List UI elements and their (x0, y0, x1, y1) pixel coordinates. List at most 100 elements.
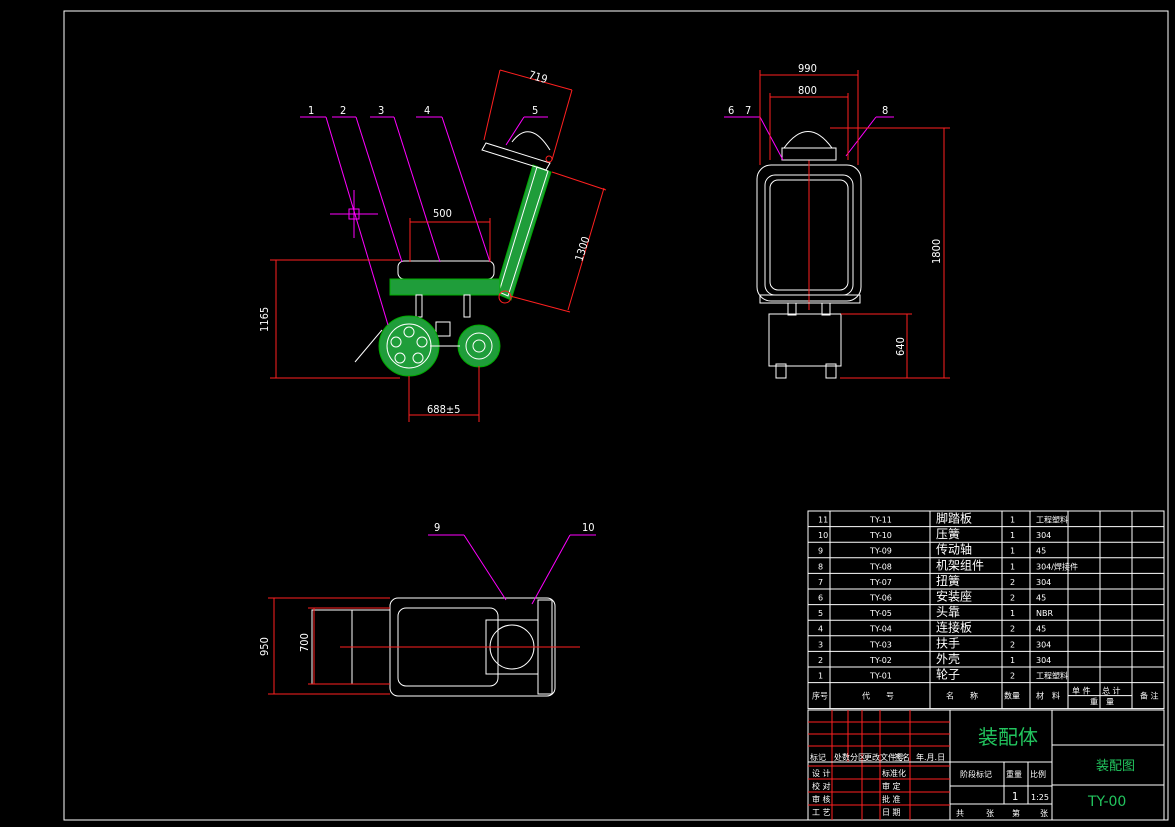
bom-item-material: NBR (1036, 609, 1053, 618)
balloon-1: 1 (308, 104, 314, 117)
sign-row-label: 校 对 (812, 781, 831, 791)
bom-item-no: 7 (818, 578, 823, 587)
bom-item-name: 脚踏板 (936, 511, 972, 526)
bom-header-qty: 数量 (1004, 691, 1020, 701)
dim-seat-length: 500 (433, 207, 452, 220)
drawing-border (63, 10, 1169, 821)
revision-label: 年.月.日 (916, 752, 945, 762)
bom-item-qty: 1 (1010, 609, 1015, 618)
bom-row: 7 TY-07 扭簧 2 304 (818, 573, 1051, 588)
balloon-7: 7 (745, 104, 751, 117)
bom-item-code: TY-07 (869, 578, 892, 587)
revision-label: 分区 (850, 753, 866, 762)
revision-label: 签名 (894, 752, 910, 762)
dim-top-inner: 700 (298, 633, 311, 652)
bom-item-qty: 2 (1010, 578, 1015, 587)
drawing-title: 装配体 (978, 725, 1038, 749)
balloon-3: 3 (378, 104, 384, 117)
bom-item-qty: 2 (1010, 594, 1015, 603)
drawing-number: TY-00 (1087, 794, 1126, 810)
bom-item-code: TY-09 (869, 547, 892, 556)
approval-label: 日 期 (882, 808, 901, 817)
bom-item-no: 4 (818, 625, 823, 634)
bom-item-no: 2 (818, 656, 823, 665)
bom-header-remark: 备 注 (1140, 691, 1159, 701)
bom-item-material: 工程塑料 (1036, 515, 1068, 525)
bom-item-no: 8 (818, 562, 823, 571)
bom-item-no: 5 (818, 609, 823, 618)
dim-height: 1165 (258, 307, 271, 332)
bom-item-name: 传动轴 (936, 542, 972, 557)
bom-item-qty: 2 (1010, 625, 1015, 634)
bom-item-name: 连接板 (936, 620, 972, 635)
front-wheel (457, 324, 501, 368)
bom-item-no: 3 (818, 640, 823, 649)
bom-item-code: TY-08 (869, 562, 892, 571)
balloon-2: 2 (340, 104, 346, 117)
dim-base-height: 640 (894, 337, 907, 356)
bom-item-name: 扭簧 (936, 573, 960, 588)
bom-item-material: 304 (1036, 640, 1051, 649)
bom-item-name: 头靠 (936, 605, 960, 619)
bom-item-code: TY-06 (869, 594, 892, 603)
bom-item-material: 304 (1036, 531, 1051, 540)
bom-item-qty: 1 (1010, 562, 1015, 571)
bom-item-code: TY-11 (869, 516, 892, 525)
bom-item-no: 9 (818, 547, 823, 556)
balloon-9: 9 (434, 521, 440, 534)
rear-wheel (378, 315, 440, 377)
bom-item-code: TY-10 (869, 531, 892, 540)
bom-item-name: 压簧 (936, 526, 960, 541)
dim-total-height: 1800 (930, 239, 943, 264)
bom-header-material: 材 料 (1036, 691, 1060, 701)
dim-inner-width: 800 (798, 84, 817, 97)
balloon-4: 4 (424, 104, 430, 117)
approval-label: 批 准 (882, 794, 901, 804)
balloon-6: 6 (728, 104, 734, 117)
crosshair-marker (330, 190, 378, 238)
balloon-8: 8 (882, 104, 888, 117)
bom-item-material: 45 (1036, 547, 1046, 556)
bom-header-name: 名 称 (946, 691, 978, 701)
weight-label: 重量 (1006, 769, 1022, 779)
sign-row-label: 审 核 (812, 794, 831, 804)
bom-item-name: 扶手 (936, 635, 960, 650)
title-block: 装配体 装配图 TY-00 阶段标记 重量 比例 1 1:25 标记处数分区更改… (807, 709, 1165, 821)
side-view: 1 2 3 4 5 719 500 1165 1300 688±5 (258, 68, 607, 422)
approval-label: 审 定 (882, 781, 901, 791)
top-view: 9 10 950 700 (258, 521, 596, 697)
sheet-label: 第 (1012, 808, 1020, 818)
bom-item-code: TY-01 (869, 672, 892, 681)
bom-item-material: 304 (1036, 656, 1051, 665)
bom-item-material: 45 (1036, 625, 1046, 634)
bom-item-material: 304/焊接件 (1036, 561, 1078, 571)
dim-wheelbase: 688±5 (427, 403, 460, 416)
sign-row-label: 设 计 (812, 768, 831, 778)
sign-row-label: 工 艺 (812, 808, 831, 817)
bom-item-no: 1 (818, 672, 823, 681)
bom-item-name: 安装座 (936, 589, 972, 604)
balloon-5: 5 (532, 104, 538, 117)
bom-item-no: 10 (818, 531, 828, 540)
bom-item-material: 304 (1036, 578, 1051, 587)
sheet-label: 张 (986, 809, 994, 818)
headrest-pad (511, 131, 551, 151)
document-type: 装配图 (1096, 759, 1135, 774)
bom-item-material: 45 (1036, 594, 1046, 603)
seat-base (389, 278, 501, 296)
bom-header-total: 总 计 (1102, 686, 1121, 696)
bom-item-qty: 2 (1010, 672, 1015, 681)
bom-item-name: 外壳 (936, 652, 960, 666)
bom-item-material: 工程塑料 (1036, 671, 1068, 681)
bom-item-code: TY-02 (869, 656, 892, 665)
